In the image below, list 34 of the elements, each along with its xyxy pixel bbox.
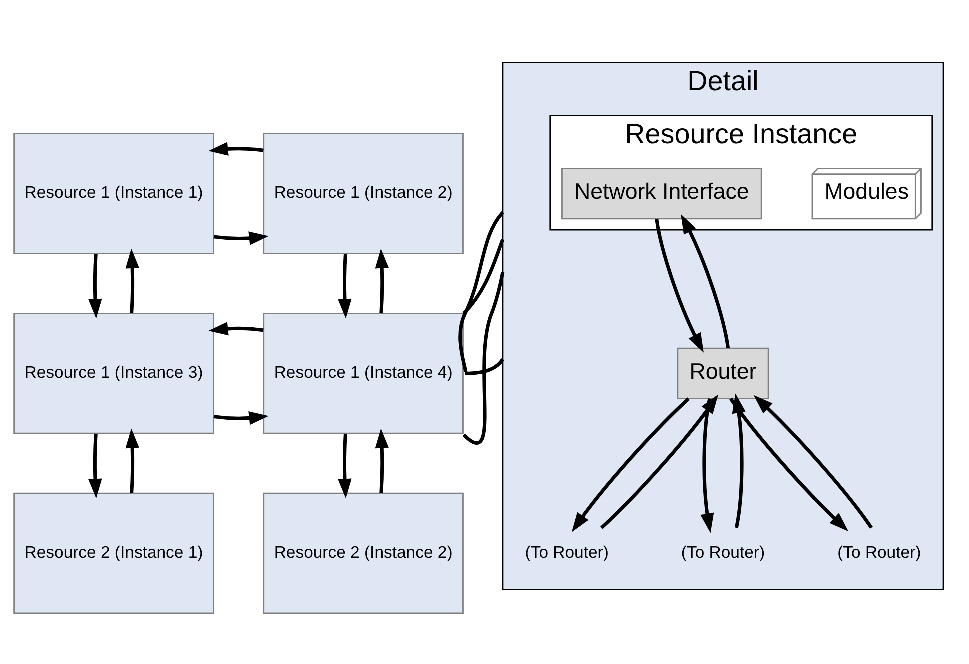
arrow	[732, 393, 746, 528]
connector	[462, 272, 505, 444]
arrow	[88, 254, 102, 318]
connector	[458, 211, 504, 374]
node-box: Resource 2 (Instance 2)	[263, 492, 464, 614]
node-box: Resource 1 (Instance 1)	[14, 132, 214, 254]
arrow	[681, 214, 730, 348]
arrow	[338, 433, 352, 498]
arrow	[214, 231, 269, 245]
connector	[465, 358, 504, 375]
arrow	[88, 433, 102, 498]
node-box: Resource 1 (Instance 4)	[263, 312, 464, 434]
node-text: (To Router)	[525, 542, 609, 562]
arrow	[700, 398, 714, 533]
connector	[462, 238, 505, 314]
node-text: (To Router)	[681, 542, 766, 562]
node-box: Resource 1 (Instance 3)	[14, 312, 214, 434]
arrow	[572, 397, 690, 532]
arrow	[126, 428, 140, 493]
arrow	[338, 254, 352, 318]
node-box: Resource 1 (Instance 2)	[263, 132, 464, 254]
arrow	[754, 394, 873, 529]
arrow	[375, 248, 389, 314]
arrow	[126, 248, 140, 314]
node-text: (To Router)	[838, 542, 922, 562]
arrow	[655, 218, 704, 352]
arrow	[208, 142, 264, 156]
node-box: Resource 2 (Instance 1)	[14, 492, 214, 614]
arrow	[375, 428, 389, 493]
node-box: Network Interface	[562, 167, 762, 220]
arrow	[730, 397, 849, 532]
arrow	[214, 411, 269, 425]
node-box: Router	[677, 347, 770, 399]
arrow	[208, 322, 264, 336]
